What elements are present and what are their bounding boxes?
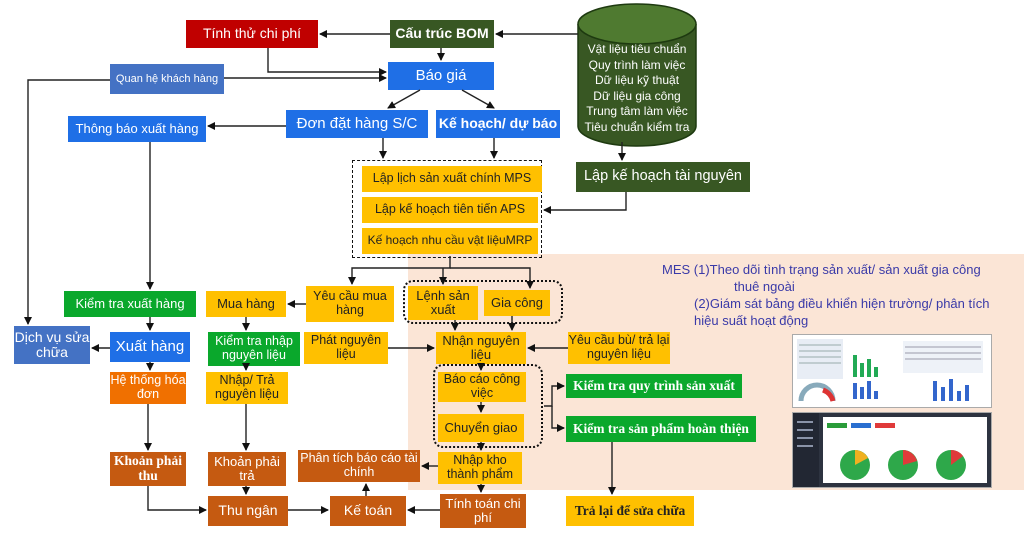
cost-calc-node[interactable]: Tính thử chi phí (186, 20, 318, 48)
customer-node[interactable]: Quan hệ khách hàng (110, 64, 224, 94)
cylinder-text: Vật liệu tiêu chuẩn Quy trình làm việc D… (578, 42, 696, 135)
ship-check-node[interactable]: Kiểm tra xuất hàng (64, 291, 196, 317)
mes-line: thuê ngoài (734, 278, 795, 294)
work-order-node[interactable]: Lệnh sản xuất (408, 286, 478, 320)
cylinder-line: Tiêu chuẩn kiểm tra (584, 119, 690, 134)
ship-notice-node[interactable]: Thông báo xuất hàng (68, 116, 206, 142)
mes-description: MES (1)Theo dõi tình trạng sản xuất/ sản… (662, 262, 1022, 330)
aps-node[interactable]: Lập kế hoạch tiên tiến APS (362, 197, 538, 223)
mrp-node[interactable]: Kế hoạch nhu cầu vật liệuMRP (362, 228, 538, 254)
mes-line: hiệu suất hoạt động (694, 312, 809, 328)
mes-line: MES (1)Theo dõi tình trạng sản xuất/ sản… (662, 262, 981, 277)
cylinder-line: Dữ liệu gia công (593, 88, 681, 103)
payable-node[interactable]: Khoản phải trả (208, 452, 286, 486)
cylinder-line: Trung tâm làm việc (586, 104, 688, 118)
process-check-node[interactable]: Kiểm tra quy trình sản xuất (566, 374, 742, 398)
dashboard-chart-icon (797, 339, 983, 402)
ship-node[interactable]: Xuất hàng (110, 332, 190, 362)
final-check-node[interactable]: Kiểm tra sản phẩm hoàn thiện (566, 416, 756, 442)
invoice-node[interactable]: Hệ thống hóa đơn (110, 372, 186, 404)
request-supplement-node[interactable]: Yêu cầu bù/ trả lại nguyên liệu (568, 332, 670, 364)
repair-service-node[interactable]: Dịch vụ sửa chữa (14, 326, 90, 364)
receive-material-node[interactable]: Nhận nguyên liệu (436, 332, 526, 364)
cylinder-line: Vật liệu tiêu chuẩn (587, 42, 687, 56)
mes-monitoring-screenshot (792, 412, 992, 488)
return-repair-node[interactable]: Trả lại để sửa chữa (566, 496, 694, 526)
collection-node[interactable]: Thu ngân (208, 496, 288, 526)
work-report-node[interactable]: Báo cáo công việc (438, 372, 526, 402)
incoming-check-node[interactable]: Kiểm tra nhập nguyên liệu (208, 332, 300, 366)
database-cylinder-icon (577, 3, 697, 147)
accounting-node[interactable]: Kế toán (330, 496, 406, 526)
pie-charts-icon (793, 413, 987, 487)
fin-analysis-node[interactable]: Phân tích báo cáo tài chính (298, 450, 420, 482)
handover-node[interactable]: Chuyển giao (438, 414, 524, 442)
receivable-node[interactable]: Khoản phải thu (110, 452, 186, 486)
purchase-node[interactable]: Mua hàng (206, 291, 286, 317)
import-return-node[interactable]: Nhập/ Trả nguyên liệu (206, 372, 288, 404)
quote-node[interactable]: Báo giá (388, 62, 494, 90)
mps-node[interactable]: Lập lịch sản xuất chính MPS (362, 166, 542, 192)
plan-node[interactable]: Kế hoạch/ dự báo (436, 110, 560, 138)
mes-line: (2)Giám sát bảng điều khiển hiện trường/… (694, 295, 990, 311)
finished-goods-node[interactable]: Nhập kho thành phẩm (438, 452, 522, 484)
mes-dashboard-screenshot (792, 334, 992, 408)
outsource-node[interactable]: Gia công (484, 290, 550, 316)
bom-node[interactable]: Cấu trúc BOM (390, 20, 494, 48)
cylinder-line: Quy trình làm việc (588, 57, 686, 72)
cost-accounting-node[interactable]: Tính toán chi phí (440, 494, 526, 528)
issue-material-node[interactable]: Phát nguyên liệu (304, 332, 388, 364)
buy-request-node[interactable]: Yêu cầu mua hàng (306, 286, 394, 322)
resource-plan-node[interactable]: Lập kế hoạch tài nguyên (576, 162, 750, 192)
report-group (433, 364, 543, 448)
cylinder-line: Dữ liệu kỹ thuật (594, 73, 680, 87)
order-node[interactable]: Đơn đặt hàng S/C (286, 110, 428, 138)
